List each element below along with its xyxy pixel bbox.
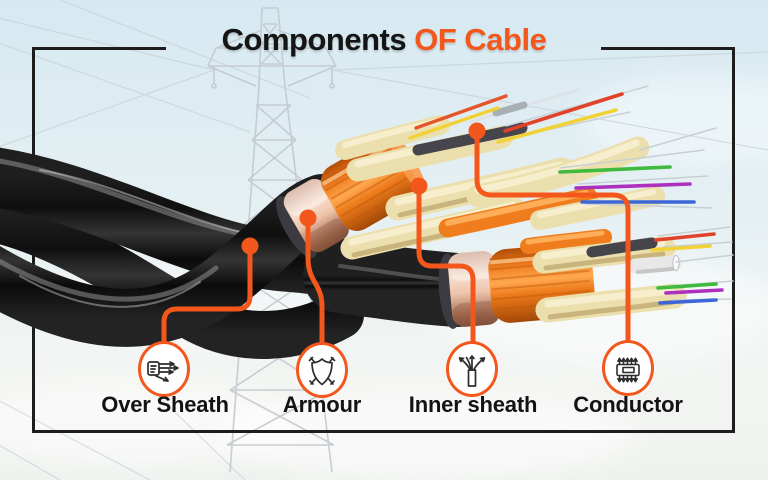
frayed-cable-icon bbox=[458, 355, 486, 387]
conductor-label: Conductor bbox=[573, 392, 683, 417]
shield-swords-icon bbox=[308, 356, 336, 386]
over-sheath-dot bbox=[241, 237, 259, 255]
armour-dot bbox=[299, 209, 317, 227]
over-sheath-badge bbox=[138, 341, 190, 397]
inner-sheath-leader-line bbox=[416, 183, 476, 345]
armour-badge bbox=[296, 342, 348, 398]
leader-lines bbox=[161, 122, 631, 346]
lower-buffer-tubes bbox=[520, 229, 687, 323]
upper-fibers bbox=[408, 85, 717, 209]
lower-fibers bbox=[650, 226, 734, 305]
lower-cable-cutaway bbox=[438, 226, 734, 329]
frame-border bbox=[32, 47, 735, 433]
inner-sheath-label: Inner sheath bbox=[408, 392, 538, 417]
inner-sheath-dot bbox=[410, 177, 428, 195]
page-title: Components OF Cable bbox=[0, 22, 768, 58]
inner-sheath-badge bbox=[446, 341, 498, 397]
over-sheath-leader-line bbox=[161, 243, 253, 345]
armour-copper-band bbox=[283, 178, 349, 253]
conductor-dot bbox=[468, 122, 486, 140]
chip-pins-icon bbox=[616, 357, 640, 383]
over-sheath-label: Over Sheath bbox=[101, 392, 229, 417]
title-black: Components bbox=[221, 22, 407, 57]
armour-leader-line bbox=[305, 215, 325, 346]
conductor-badge bbox=[602, 340, 654, 396]
stripped-cable-icon bbox=[147, 361, 179, 382]
conductor-leader-line bbox=[474, 128, 631, 344]
title-orange: OF Cable bbox=[414, 22, 547, 57]
transmission-tower-icon bbox=[207, 7, 337, 473]
cable-illustration bbox=[0, 85, 734, 359]
armour-label: Armour bbox=[282, 392, 362, 417]
